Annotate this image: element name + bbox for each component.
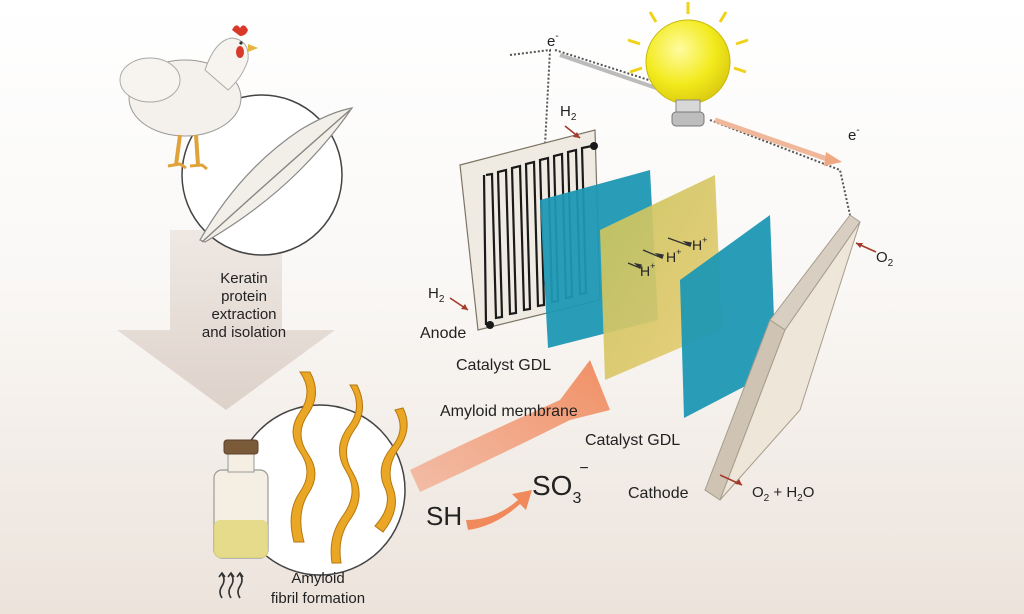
amyloid-membrane-label: Amyloid membrane <box>440 403 578 420</box>
feather-icon <box>199 107 354 243</box>
electron-label-2: e- <box>848 125 860 144</box>
h2-out-label: H2 <box>560 103 577 123</box>
electron-label-1: e- <box>547 31 559 50</box>
light-bulb-icon <box>627 2 749 127</box>
products-label: O2 + H2O <box>752 484 814 504</box>
membrane-arrow <box>410 360 610 492</box>
process-arrow <box>117 230 335 410</box>
extraction-label-2: protein <box>221 288 267 305</box>
so3-label: SO3− <box>532 460 589 507</box>
cathode-label: Cathode <box>628 485 689 502</box>
fibril-label-1: Amyloid <box>291 570 344 587</box>
fibril-icon <box>290 371 408 564</box>
proton-label-3: H+ <box>692 235 707 253</box>
sh-label: SH <box>426 501 462 531</box>
extraction-label-4: and isolation <box>202 324 286 341</box>
catalyst-gdl-label-1: Catalyst GDL <box>456 357 551 374</box>
cathode-plate <box>704 214 861 501</box>
proton-arrows <box>627 237 692 270</box>
sh-to-so3-arrow <box>466 490 532 530</box>
current-arrowhead <box>824 152 842 166</box>
o2-label: O2 <box>876 249 894 269</box>
catalyst-gdl-label-2: Catalyst GDL <box>585 432 680 449</box>
fibril-label-2: fibril formation <box>271 590 365 607</box>
anode-label: Anode <box>420 325 466 342</box>
chicken-icon <box>119 25 258 171</box>
extraction-label-3: extraction <box>211 306 276 323</box>
heat-arrows-icon <box>218 571 244 599</box>
h2-in-label: H2 <box>428 285 445 305</box>
current-flow <box>714 117 831 163</box>
bottle-icon <box>213 439 269 559</box>
proton-label-2: H+ <box>666 247 681 265</box>
extraction-label-1: Keratin <box>220 270 268 287</box>
proton-label-1: H+ <box>640 261 655 279</box>
